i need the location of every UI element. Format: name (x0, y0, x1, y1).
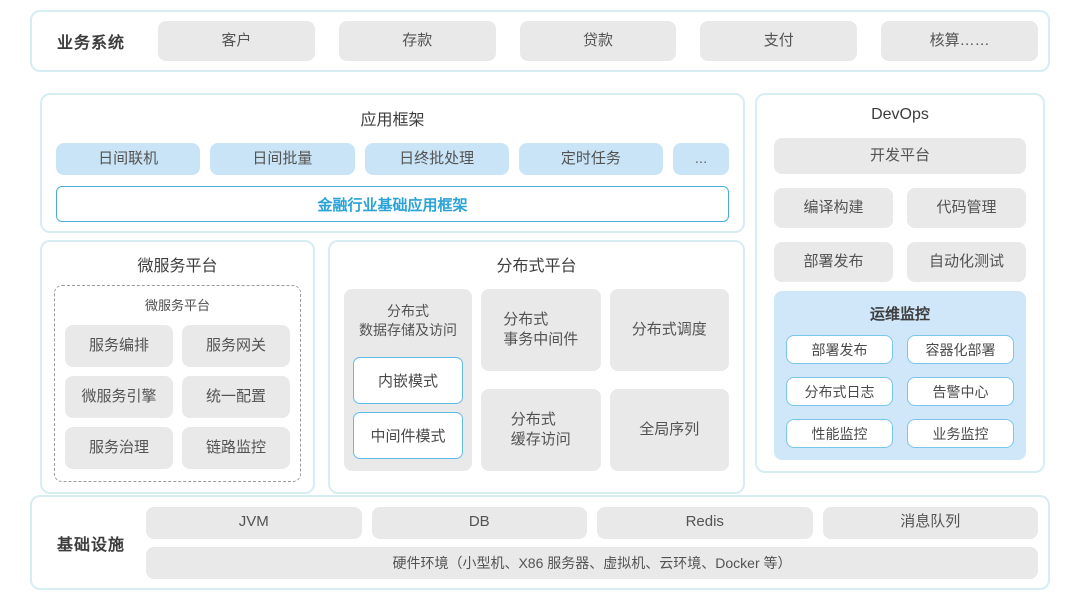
app-framework-panel: 应用框架 日间联机 日间批量 日终批处理 定时任务 ... 金融行业基础应用框架 (40, 93, 745, 233)
infra-item-db: DB (371, 506, 587, 539)
app-framework-item-scheduled-task: 定时任务 (518, 143, 663, 175)
app-framework-item-eod-batch: 日终批处理 (364, 143, 509, 175)
ops-monitoring-grid: 部署发布 容器化部署 分布式日志 告警中心 性能监控 业务监控 (786, 335, 1014, 448)
ops-monitoring-title: 运维监控 (869, 306, 930, 323)
platforms-row: 微服务平台 微服务平台 服务编排 服务网关 微服务引擎 统一配置 服务治理 链路… (40, 240, 745, 494)
infrastructure-row: JVM DB Redis 消息队列 (146, 506, 1038, 539)
microservice-platform-panel: 微服务平台 微服务平台 服务编排 服务网关 微服务引擎 统一配置 服务治理 链路… (40, 240, 315, 494)
infrastructure-label: 基础设施 (56, 536, 125, 554)
infrastructure-content: JVM DB Redis 消息队列 硬件环境（小型机、X86 服务器、虚拟机、云… (146, 506, 1038, 579)
monitor-item-distributed-log: 分布式日志 (786, 377, 893, 406)
infra-item-redis: Redis (597, 506, 813, 539)
devops-dev-platform: 开发平台 (774, 138, 1026, 174)
business-layer-label: 业务系统 (56, 35, 125, 52)
middle-zone: 应用框架 日间联机 日间批量 日终批处理 定时任务 ... 金融行业基础应用框架… (40, 93, 1045, 494)
app-framework-item-more: ... (673, 143, 729, 175)
devops-panel: DevOps 开发平台 编译构建 代码管理 部署发布 自动化测试 运维监控 部署… (755, 93, 1045, 473)
infra-item-message-queue: 消息队列 (822, 506, 1038, 539)
distributed-storage-label: 分布式 数据存储及访问 (359, 303, 457, 338)
storage-mode-embedded: 内嵌模式 (353, 356, 463, 404)
distributed-cache-access: 分布式 缓存访问 (481, 389, 601, 471)
microservice-grid: 服务编排 服务网关 微服务引擎 统一配置 服务治理 链路监控 (65, 325, 290, 469)
monitor-item-performance: 性能监控 (786, 419, 893, 448)
distributed-column-3: 分布式调度 全局序列 (609, 289, 729, 471)
distributed-scheduling: 分布式调度 (609, 289, 729, 371)
microservice-inner-title: 微服务平台 (144, 298, 210, 313)
distributed-platform-panel: 分布式平台 分布式 数据存储及访问 内嵌模式 中间件模式 分布式 事务中间件 分… (328, 240, 745, 494)
infra-item-jvm: JVM (146, 506, 362, 539)
middle-left-column: 应用框架 日间联机 日间批量 日终批处理 定时任务 ... 金融行业基础应用框架… (40, 93, 745, 494)
business-item-payment: 支付 (700, 21, 858, 61)
monitor-item-container-deploy: 容器化部署 (907, 335, 1014, 364)
monitor-item-business: 业务监控 (907, 419, 1014, 448)
hardware-environment-bar: 硬件环境（小型机、X86 服务器、虚拟机、云环境、Docker 等） (146, 546, 1038, 579)
infrastructure-panel: 基础设施 JVM DB Redis 消息队列 硬件环境（小型机、X86 服务器、… (30, 495, 1050, 590)
storage-mode-middleware: 中间件模式 (353, 411, 463, 459)
microservice-platform-title: 微服务平台 (137, 258, 218, 275)
microservice-inner-box: 微服务平台 服务编排 服务网关 微服务引擎 统一配置 服务治理 链路监控 (54, 285, 301, 482)
business-layer-panel: 业务系统 客户 存款 贷款 支付 核算…… (30, 10, 1050, 72)
app-framework-item-daytime-batch: 日间批量 (210, 143, 355, 175)
distributed-platform-title: 分布式平台 (496, 258, 577, 275)
distributed-storage-box: 分布式 数据存储及访问 内嵌模式 中间件模式 (344, 289, 472, 471)
microservice-item-engine: 微服务引擎 (65, 376, 173, 418)
devops-grid: 编译构建 代码管理 部署发布 自动化测试 (774, 188, 1026, 282)
monitor-item-alert-center: 告警中心 (907, 377, 1014, 406)
devops-item-build: 编译构建 (774, 188, 893, 228)
devops-item-automated-testing: 自动化测试 (907, 242, 1026, 282)
microservice-item-orchestration: 服务编排 (65, 325, 173, 367)
distributed-column-2: 分布式 事务中间件 分布式 缓存访问 (481, 289, 601, 471)
ops-monitoring-box: 运维监控 部署发布 容器化部署 分布式日志 告警中心 性能监控 业务监控 (774, 291, 1026, 460)
microservice-item-unified-config: 统一配置 (182, 376, 290, 418)
microservice-item-tracing: 链路监控 (182, 427, 290, 469)
app-framework-title: 应用框架 (360, 112, 425, 129)
financial-base-framework-bar: 金融行业基础应用框架 (56, 186, 729, 222)
distributed-grid: 分布式 数据存储及访问 内嵌模式 中间件模式 分布式 事务中间件 分布式 缓存访… (344, 289, 729, 471)
business-item-deposit: 存款 (338, 21, 496, 61)
business-item-accounting: 核算…… (881, 21, 1038, 61)
devops-item-deploy-release: 部署发布 (774, 242, 893, 282)
microservice-item-governance: 服务治理 (65, 427, 173, 469)
app-framework-row: 日间联机 日间批量 日终批处理 定时任务 ... (56, 143, 729, 175)
distributed-transaction-middleware: 分布式 事务中间件 (481, 289, 601, 371)
devops-title: DevOps (871, 106, 929, 123)
monitor-item-deploy-release: 部署发布 (786, 335, 893, 364)
microservice-item-gateway: 服务网关 (182, 325, 290, 367)
business-item-customer: 客户 (158, 21, 315, 61)
business-item-loan: 贷款 (519, 21, 677, 61)
app-framework-item-daytime-online: 日间联机 (56, 143, 201, 175)
global-sequence: 全局序列 (609, 389, 729, 471)
devops-item-code-management: 代码管理 (907, 188, 1026, 228)
